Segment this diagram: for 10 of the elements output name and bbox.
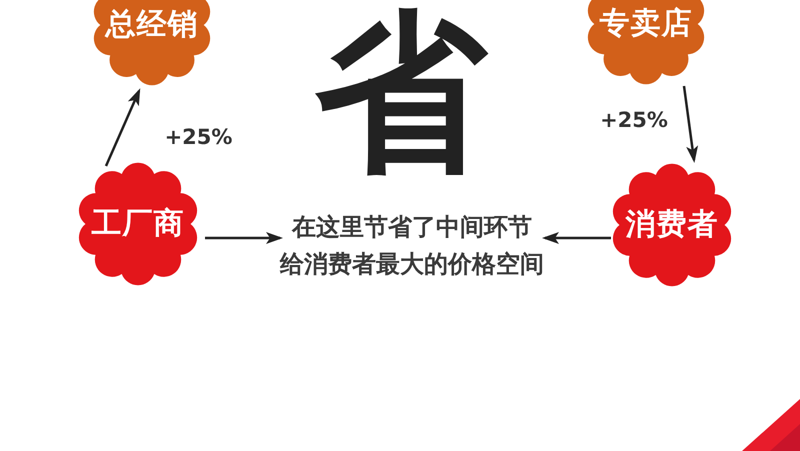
arrow xyxy=(542,232,611,244)
badge-label: 总经销 xyxy=(106,8,198,42)
arrow xyxy=(104,88,140,166)
headline-character: 省 xyxy=(315,0,487,186)
badge-label: 消费者 xyxy=(626,208,718,242)
slogan-text: 在这里节省了中间环节给消费者最大的价格空间 xyxy=(280,209,544,283)
badge-label: 工厂商 xyxy=(92,207,184,241)
arrow xyxy=(682,86,698,163)
badge-label: 专卖店 xyxy=(600,7,692,41)
arrow xyxy=(205,232,283,244)
